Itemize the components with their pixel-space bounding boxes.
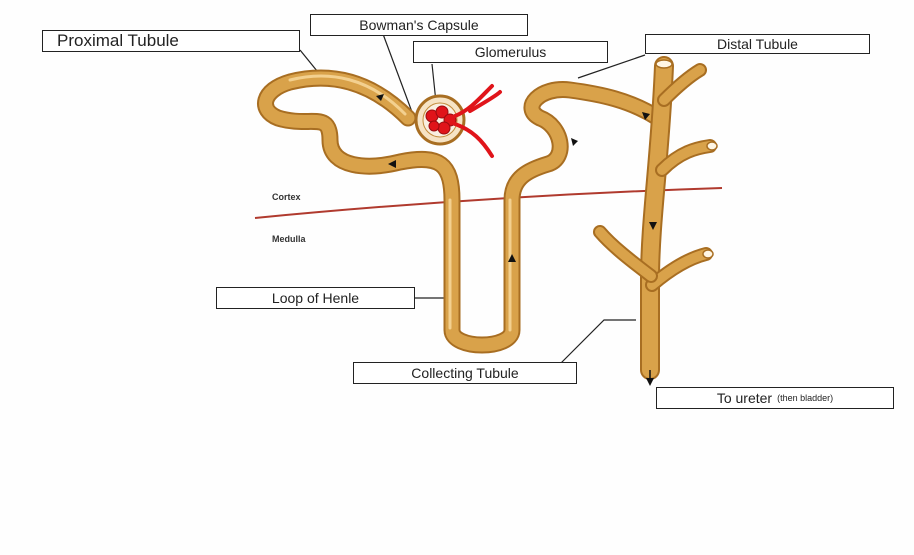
- glomerulus-label: Glomerulus: [413, 41, 608, 63]
- collecting-tubule-label: Collecting Tubule: [353, 362, 577, 384]
- to-ureter-note: (then bladder): [777, 393, 833, 403]
- duct-opening-top: [656, 60, 672, 68]
- to-ureter-text: To ureter: [717, 390, 772, 406]
- distal-tubule-label: Distal Tubule: [645, 34, 870, 54]
- bowmans-capsule-label: Bowman's Capsule: [310, 14, 528, 36]
- duct-opening-right-upper: [707, 142, 717, 150]
- leader-collecting: [556, 320, 636, 368]
- duct-opening-right-lower: [703, 250, 713, 258]
- branch-right-upper: [662, 146, 710, 170]
- proximal-tubule-label: Proximal Tubule: [42, 30, 300, 52]
- loop-of-henle-label: Loop of Henle: [216, 287, 415, 309]
- cortex-label: Cortex: [272, 192, 301, 202]
- medulla-label: Medulla: [272, 234, 306, 244]
- to-ureter-label: To ureter (then bladder): [656, 387, 894, 409]
- arrow-4: [571, 138, 578, 146]
